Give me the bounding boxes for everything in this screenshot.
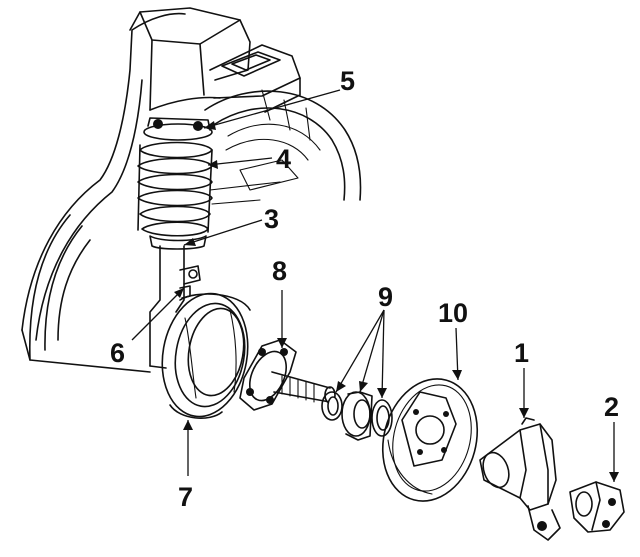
callout-2: 2 [604,392,619,422]
callout-7: 7 [178,482,193,512]
callout-6: 6 [110,338,125,368]
callout-3: 3 [264,204,279,234]
callout-9: 9 [378,282,393,312]
coil-spring [137,141,213,237]
callout-10: 10 [438,298,468,328]
callout-numbers: 1 2 3 4 5 6 7 8 9 10 [110,66,619,512]
steering-knuckle [479,417,561,541]
callout-8: 8 [272,256,287,286]
leader-lines [131,89,619,482]
bearing-set [321,391,393,441]
shock-strut-assembly [137,117,213,369]
callout-1: 1 [514,338,529,368]
mounting-bracket [569,481,625,533]
axle-flange-shaft [239,339,336,411]
brake-drum [161,292,251,419]
body-inner-fender [21,7,362,373]
callout-5: 5 [340,66,355,96]
callout-4: 4 [276,144,291,174]
backing-plate [381,378,479,502]
